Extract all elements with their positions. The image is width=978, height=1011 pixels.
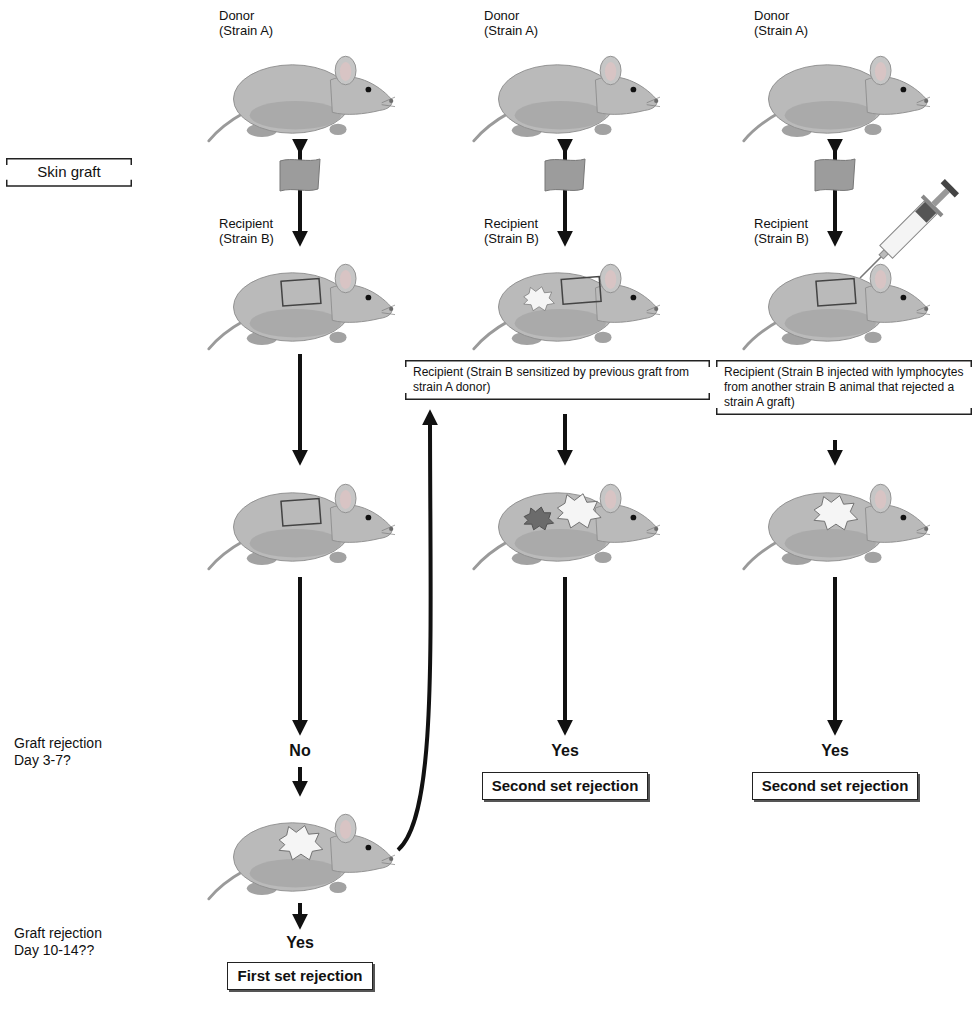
arrow	[298, 145, 302, 150]
strain-label: Recipient (Strain B)	[754, 216, 830, 247]
result-box: Second set rejection	[482, 772, 649, 800]
syringe	[850, 176, 962, 288]
mouse-figure	[474, 484, 660, 569]
strain-label: Donor (Strain A)	[484, 8, 560, 39]
outcome-word: Yes	[535, 741, 595, 760]
mouse-figure	[209, 264, 395, 349]
mouse-figure	[474, 56, 660, 141]
skin-graft-piece	[815, 159, 855, 191]
donor-mouse: Donor (Strain A)	[740, 42, 930, 142]
rejected-graft	[814, 496, 858, 530]
strain-label: Recipient (Strain B)	[484, 216, 560, 247]
mouse-drawing	[470, 42, 660, 142]
mouse-drawing	[205, 250, 395, 350]
mouse-figure	[209, 56, 395, 141]
skin-graft-piece	[545, 159, 585, 191]
mouse-figure	[744, 264, 930, 349]
bracket-outline	[406, 361, 710, 400]
syringe-barrel	[880, 201, 937, 258]
bracket-outline	[7, 159, 132, 186]
bracket-outline	[717, 361, 972, 415]
row-label: Graft rejection Day 3-7?	[14, 735, 129, 769]
arrow	[298, 577, 302, 731]
recipient-mouse: Recipient (Strain B)	[470, 250, 660, 350]
strain-label: Donor (Strain A)	[219, 8, 295, 39]
arrow	[298, 903, 302, 925]
graft-outline	[281, 499, 321, 527]
mouse-figure	[744, 56, 930, 141]
arrow	[833, 440, 837, 461]
box-text: Recipient (Strain B injected with lympho…	[724, 365, 964, 410]
donor-mouse: Donor (Strain A)	[470, 42, 660, 142]
outcome-word: No	[270, 741, 330, 760]
result-box: First set rejection	[227, 962, 372, 990]
mouse-figure	[209, 814, 395, 899]
mouse-with-graft	[209, 484, 395, 569]
strain-label: Recipient (Strain B)	[219, 216, 295, 247]
arrow	[563, 414, 567, 461]
arrow	[298, 767, 302, 792]
mouse-drawing	[205, 42, 395, 142]
rejected-graft	[279, 826, 323, 860]
scar-patch	[524, 507, 553, 530]
donor-mouse: Donor (Strain A)	[205, 42, 395, 142]
mouse-figure	[744, 264, 930, 349]
box-text: Second set rejection	[492, 777, 639, 795]
mouse-drawing	[740, 250, 930, 350]
arrow	[833, 145, 837, 150]
mouse-figure	[209, 484, 395, 569]
strain-label: Donor (Strain A)	[754, 8, 830, 39]
condition-box: Recipient (Strain B injected with lympho…	[716, 360, 972, 415]
mouse-figure	[474, 264, 660, 349]
rejected-graft	[557, 494, 601, 528]
skin-graft-piece	[280, 159, 320, 191]
outcome-word: Yes	[270, 933, 330, 952]
recipient-mouse: Recipient (Strain B)	[740, 250, 930, 350]
mouse-rejected	[744, 484, 930, 569]
arrow	[563, 145, 567, 150]
mouse-figure	[744, 484, 930, 569]
mouse-figure	[474, 264, 660, 349]
graft-mark	[524, 287, 555, 311]
mouse-drawing	[740, 42, 930, 142]
graft-mark	[816, 279, 856, 307]
curved-arrow	[398, 414, 431, 850]
graft-mark	[281, 279, 321, 307]
arrow	[298, 354, 302, 461]
mouse-drawing	[470, 250, 660, 350]
arrow	[833, 577, 837, 731]
arrow	[563, 577, 567, 731]
condition-box: Recipient (Strain B sensitized by previo…	[405, 360, 710, 400]
graft-mark	[561, 277, 601, 305]
mouse-figure	[209, 264, 395, 349]
syringe-thumb	[941, 179, 959, 197]
outcome-word: Yes	[805, 741, 865, 760]
mouse-rejected	[209, 814, 395, 899]
box-text: First set rejection	[237, 967, 362, 985]
box-text: Skin graft	[14, 163, 124, 182]
mouse-figure	[744, 56, 930, 141]
row-label-box: Skin graft	[6, 158, 132, 187]
syringe-rod	[931, 188, 949, 206]
box-text: Second set rejection	[762, 777, 909, 795]
box-text: Recipient (Strain B sensitized by previo…	[413, 365, 702, 395]
row-label: Graft rejection Day 10-14??	[14, 925, 129, 959]
recipient-mouse: Recipient (Strain B)	[205, 250, 395, 350]
mouse-figure	[209, 56, 395, 141]
mouse-rejected	[474, 484, 660, 569]
mouse-figure	[474, 56, 660, 141]
result-box: Second set rejection	[752, 772, 919, 800]
